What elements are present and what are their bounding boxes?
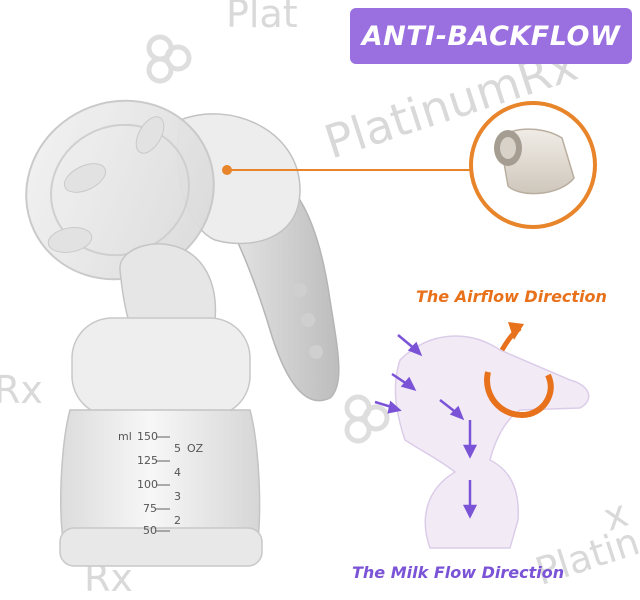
oz-mark: 5: [174, 442, 181, 455]
milk-flow-arrow-icon: [374, 334, 478, 519]
valve-part: [494, 128, 575, 195]
ml-mark: 150: [137, 430, 158, 443]
oz-unit: OZ: [187, 442, 204, 455]
oz-mark: 2: [174, 514, 181, 527]
ml-mark: 125: [137, 454, 158, 467]
platinumrx-logo-icon: [146, 34, 192, 84]
breast-pump: [25, 99, 340, 567]
ml-unit: ml: [118, 430, 132, 443]
flow-diagram: [374, 322, 590, 549]
milkflow-caption: The Milk Flow Direction: [352, 563, 565, 582]
ml-mark: 50: [143, 524, 157, 537]
air-arrow-icon: [484, 322, 554, 418]
anti-backflow-badge: ANTI-BACKFLOW: [350, 8, 632, 64]
oz-mark: 4: [174, 466, 181, 479]
airflow-caption: The Airflow Direction: [416, 287, 607, 306]
badge-text: ANTI-BACKFLOW: [361, 20, 621, 52]
ml-mark: 100: [137, 478, 158, 491]
oz-mark: 3: [174, 490, 181, 503]
platinumrx-logo-icon: [344, 394, 390, 444]
ml-mark: 75: [143, 502, 157, 515]
